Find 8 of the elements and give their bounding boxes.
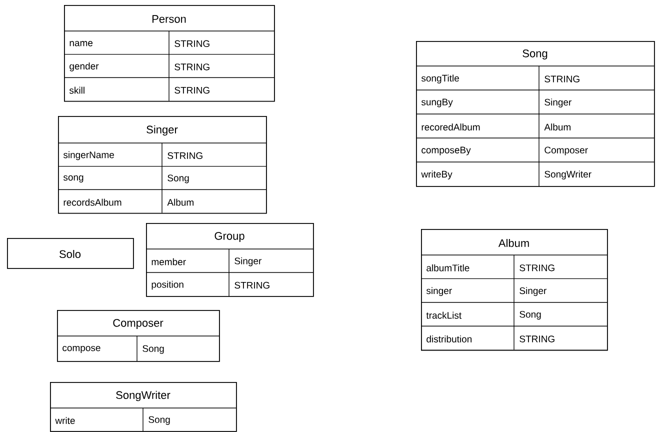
class-table: Album albumTitle STRING singer Singer trackList Song distribution STRING <box>420 229 608 351</box>
class-table: Singer singerName STRING song Song recordsAlbum Album <box>58 116 267 214</box>
class-table: SongWriter write Song <box>50 382 237 432</box>
class-table: Person name STRING gender STRING skill STRING <box>64 5 275 102</box>
class-table: Composer compose Song <box>56 310 220 362</box>
class-box: Solo <box>7 238 134 269</box>
class-table: Song songTitle STRING sungBy Singer recoredAlbum Album composeBy Composer writeBy SongWriter <box>416 41 655 187</box>
class-table: Group member Singer position STRING <box>146 223 314 297</box>
